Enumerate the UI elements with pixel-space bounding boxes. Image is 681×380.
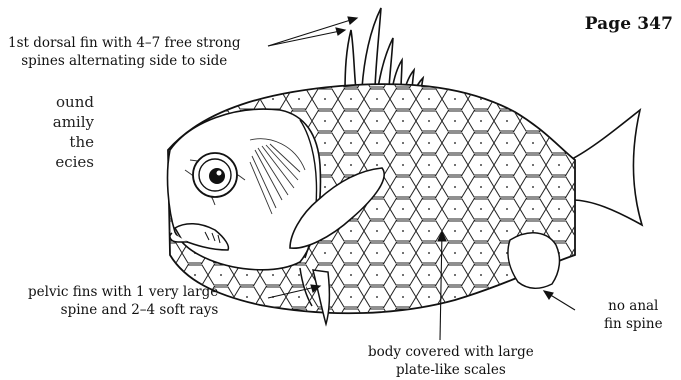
- annotation-line: no anal: [604, 297, 663, 315]
- annotation-line: pelvic fins with 1 very large: [28, 283, 218, 301]
- body-scales-annotation: body covered with large plate-like scale…: [368, 343, 534, 379]
- annotation-line: 1st dorsal fin with 4–7 free strong: [8, 34, 241, 52]
- anal-fin-annotation: no anal fin spine: [604, 297, 663, 333]
- annotation-line: spines alternating side to side: [8, 52, 241, 70]
- dorsal-fin-annotation: 1st dorsal fin with 4–7 free strong spin…: [8, 34, 241, 70]
- anal-fin: [508, 233, 559, 288]
- annotation-line: body covered with large: [368, 343, 534, 361]
- dorsal-spines: [345, 8, 423, 93]
- pelvic-fin-annotation: pelvic fins with 1 very large spine and …: [28, 283, 218, 319]
- annotation-line: plate-like scales: [368, 361, 534, 379]
- annotation-line: spine and 2–4 soft rays: [28, 301, 218, 319]
- annotation-line: fin spine: [604, 315, 663, 333]
- caudal-fin: [570, 110, 642, 225]
